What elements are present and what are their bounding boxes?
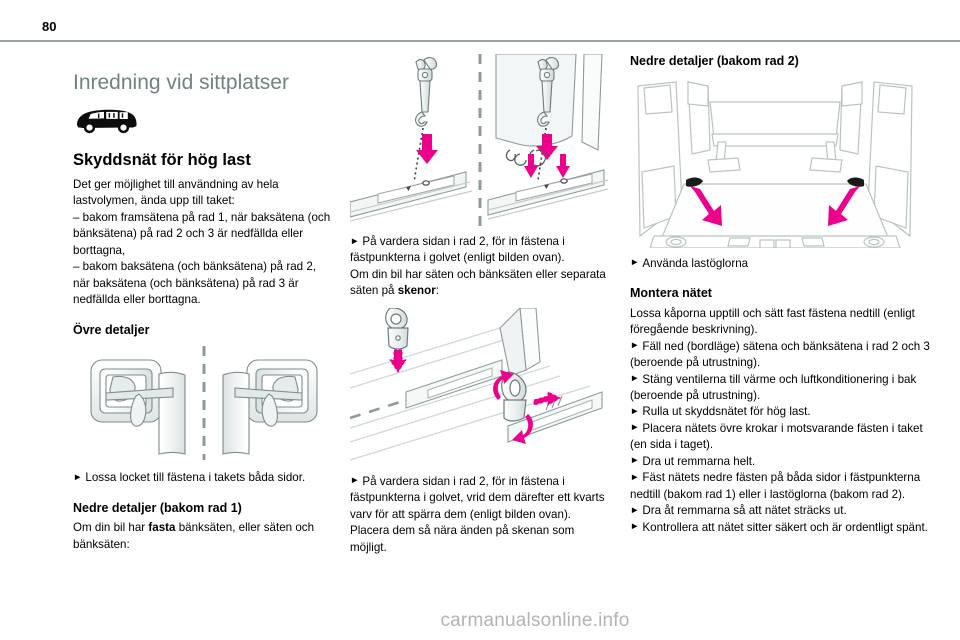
lower-text-bold: fasta xyxy=(148,521,176,535)
mount-intro-paragraph: Lossa kåporna upptill och sätt fast fäst… xyxy=(630,306,915,337)
mount-step: ►Kontrollera att nätet sitter säkert och… xyxy=(630,520,940,536)
rail-anchor-twist-figure xyxy=(350,307,610,466)
triangle-right-icon: ► xyxy=(630,340,640,352)
header-divider xyxy=(0,40,960,42)
lower-details-paragraph: Om din bil har fasta bänksäten, eller sä… xyxy=(73,520,335,553)
mount-step: ►Dra ut remmarna helt. xyxy=(630,454,940,470)
rail-end-paragraph: Placera dem så nära änden på skenan som … xyxy=(350,524,575,554)
step-row2-insert: ►På vardera sidan i rad 2, för in fästen… xyxy=(350,234,610,267)
section-heading-cargo-net: Skyddsnät för hög last xyxy=(73,151,251,170)
floor-anchor-insert-figure xyxy=(350,54,610,234)
mount-step-text: Kontrollera att nätet sitter säkert och … xyxy=(642,520,928,534)
triangle-right-icon: ► xyxy=(73,471,83,483)
triangle-right-icon: ► xyxy=(350,235,360,247)
content-columns: Inredning vid sittplatser xyxy=(0,52,960,610)
step-use-lashing-eyes-text: Använda lastöglorna xyxy=(642,256,749,270)
mount-step-text: Rulla ut skyddsnätet för hög last. xyxy=(642,405,811,419)
van-icon xyxy=(73,107,139,135)
step-row2-twist: ►På vardera sidan i rad 2, för in fästen… xyxy=(350,474,610,523)
mount-step-text: Stäng ventilerna till värme och luftkond… xyxy=(630,372,917,402)
triangle-right-icon: ► xyxy=(630,257,640,269)
subheading-lower-details-row1: Nedre detaljer (bakom rad 1) xyxy=(73,500,242,515)
rails-text-bold: skenor xyxy=(397,284,436,298)
mount-step-text: Placera nätets övre krokar i motsvarande… xyxy=(630,421,923,452)
page-number: 80 xyxy=(42,19,57,34)
mount-step: ►Dra åt remmarna så att nätet sträcks ut… xyxy=(630,503,940,519)
triangle-right-icon: ► xyxy=(630,405,640,417)
page-title: Inredning vid sittplatser xyxy=(73,71,289,94)
step-row2-twist-text: På vardera sidan i rad 2, för in fästena… xyxy=(350,474,605,521)
subheading-upper-details: Övre detaljer xyxy=(73,322,150,337)
column-left: Inredning vid sittplatser xyxy=(0,52,350,610)
mount-step-text: Dra ut remmarna helt. xyxy=(642,454,756,468)
lower-text-c: bänksäten, eller säten och bänksäten: xyxy=(73,521,315,551)
triangle-right-icon: ► xyxy=(630,422,640,434)
triangle-right-icon: ► xyxy=(630,455,640,467)
mount-step-text: Fäst nätets nedre fästen på båda sidor i… xyxy=(630,471,921,501)
mount-step: ►Rulla ut skyddsnätet för hög last. xyxy=(630,404,940,420)
step-upper-details-text: Lossa locket till fästena i takets båda … xyxy=(85,471,306,485)
subheading-mount-net: Montera nätet xyxy=(630,286,712,301)
triangle-right-icon: ► xyxy=(630,521,640,533)
mount-step: ►Placera nätets övre krokar i motsvarand… xyxy=(630,421,940,454)
subheading-lower-details-row2: Nedre detaljer (bakom rad 2) xyxy=(630,54,799,68)
roof-anchor-cover-figure xyxy=(73,344,335,462)
mount-step: ►Fäst nätets nedre fästen på båda sidor … xyxy=(630,470,940,503)
intro-paragraph: Det ger möjlighet till användning av hel… xyxy=(73,177,279,208)
triangle-right-icon: ► xyxy=(350,475,360,487)
mount-step-text: Dra åt remmarna så att nätet sträcks ut. xyxy=(642,504,847,518)
intro-bullet-1: – bakom framsätena på rad 1, när baksäte… xyxy=(73,210,331,257)
step-row2-insert-text: På vardera sidan i rad 2, för in fästena… xyxy=(350,235,565,265)
triangle-right-icon: ► xyxy=(630,504,640,516)
watermark: carmanualsonline.info xyxy=(440,610,630,631)
mount-step: ►Fäll ned (bordläge) sätena och bänksäte… xyxy=(630,339,940,372)
column-middle: ►På vardera sidan i rad 2, för in fästen… xyxy=(350,52,630,610)
step-use-lashing-eyes: ►Använda lastöglorna xyxy=(630,256,940,272)
intro-bullet-2: – bakom baksätena (och bänksätena) på ra… xyxy=(73,260,316,307)
rails-paragraph: Om din bil har säten och bänksäten eller… xyxy=(350,267,610,300)
column-right: Nedre detaljer (bakom rad 2) xyxy=(630,52,960,610)
rails-text: Om din bil har säten och bänksäten eller… xyxy=(350,267,606,298)
cargo-area-lashing-eyes-figure xyxy=(630,76,940,248)
triangle-right-icon: ► xyxy=(630,373,640,385)
rails-text-end: : xyxy=(435,284,439,298)
mount-step: ►Stäng ventilerna till värme och luftkon… xyxy=(630,372,940,405)
mount-step-text: Fäll ned (bordläge) sätena och bänksäten… xyxy=(630,339,930,370)
triangle-right-icon: ► xyxy=(630,471,640,483)
step-upper-details: ►Lossa locket till fästena i takets båda… xyxy=(73,470,335,486)
lower-text-a: Om din bil har xyxy=(73,521,149,535)
